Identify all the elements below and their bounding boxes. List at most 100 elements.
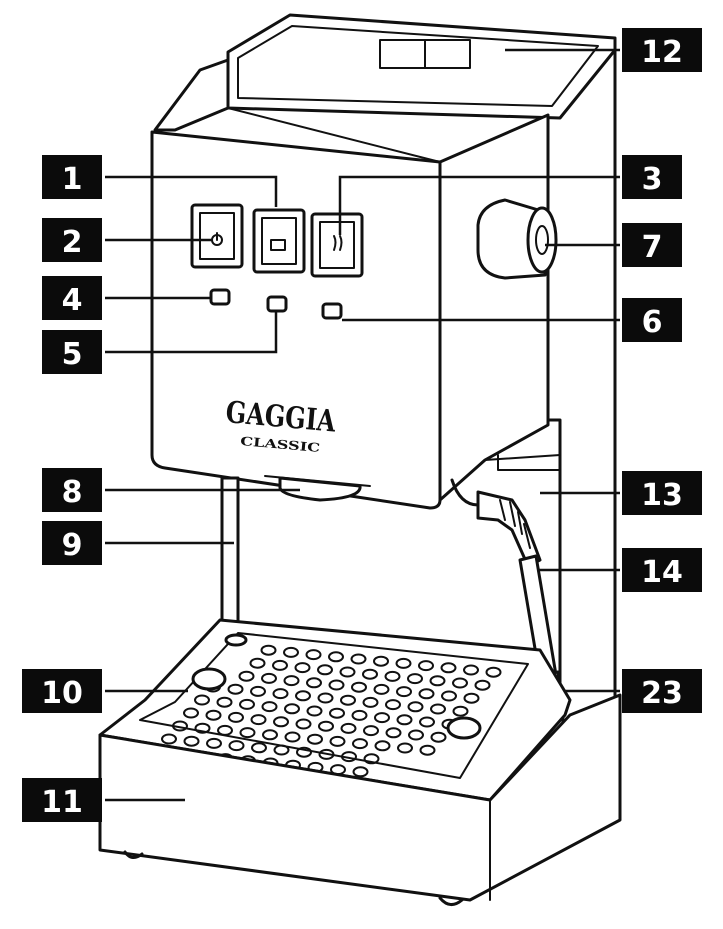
svg-text:6: 6 [642,305,663,340]
drip-tray-hole [306,677,322,689]
svg-text:13: 13 [641,478,683,513]
drip-tray-hole [216,696,233,708]
svg-text:5: 5 [62,337,83,372]
drip-tray-hole [217,724,233,736]
drip-tray-hole [194,694,210,706]
drip-tray-hole [396,686,412,698]
coffee-switch[interactable] [252,208,306,274]
callout-23: 23 [622,669,702,713]
drip-tray-hole [463,664,479,676]
drip-tray-hole [317,692,334,704]
drip-tray-hole [283,646,299,658]
drip-tray-hole [339,666,356,678]
drip-tray-hole [440,662,457,674]
drip-tray-hole [306,705,323,717]
drip-tray-hole [318,720,334,732]
drip-tray-hole [205,709,222,721]
machine-drawing: GAGGIA CLASSIC [98,13,622,906]
drip-tray-hole [318,748,335,760]
drip-tray-hole [441,690,457,702]
drip-tray-hole [329,735,346,747]
drip-tray-hole [351,709,368,721]
drip-tray-hole [419,744,436,756]
drip-tray-hole [430,731,447,743]
water-tube [220,476,240,640]
drip-tray-hole [452,705,469,717]
drip-tray-hole [261,701,278,713]
callout-12: 12 [622,28,702,72]
drip-tray-hole [328,679,345,691]
svg-text:3: 3 [642,162,663,197]
svg-text:1: 1 [62,162,83,197]
drip-tray-hole [408,729,424,741]
rear-column [546,43,617,722]
drip-tray-hole [328,651,344,663]
drip-tray-hole [194,722,211,734]
callout-5: 5 [42,330,102,374]
drip-tray-hole [340,694,356,706]
callout-4: 4 [42,276,102,320]
steam-switch[interactable] [310,212,364,278]
drip-tray-hole [395,657,412,669]
leader-lines [105,48,620,802]
drip-tray-hole [206,737,222,749]
drip-tray-hole [238,670,255,682]
drip-tray-hole [272,659,288,671]
svg-text:4: 4 [62,283,83,318]
drip-tray-hole [363,725,379,737]
drip-tray-hole [172,720,188,732]
drip-tray-hole [351,681,367,693]
drip-tray-hole [452,677,468,689]
svg-text:23: 23 [641,676,683,711]
power-indicator-light [209,288,231,306]
drip-tray-hole [295,690,311,702]
drip-tray-hole [250,685,266,697]
drip-tray-hole [251,742,267,754]
drip-tray-hole [262,729,278,741]
drip-tray-hole [239,727,256,739]
drip-tray-hole [485,666,502,678]
callout-14: 14 [622,548,702,592]
callout-3: 3 [622,155,682,199]
drip-tray-hole [463,692,480,704]
drip-tray-hole [418,660,434,672]
drip-tray-hole [296,746,312,758]
svg-text:10: 10 [41,676,83,711]
drip-tray-hole [307,733,323,745]
drip-tray-hole [362,696,379,708]
logo-model: CLASSIC [240,434,321,455]
callout-8: 8 [42,468,102,512]
drip-tray-hole [362,668,378,680]
steam-knob[interactable] [476,198,558,280]
drip-tray-hole [384,670,401,682]
drip-tray-hole [227,683,244,695]
svg-text:12: 12 [641,35,683,70]
drip-tray-hole [283,675,300,687]
drip-tray-hole [183,735,200,747]
steam-indicator-light [321,302,343,320]
drip-tray-hole [183,707,199,719]
power-switch[interactable] [190,203,244,269]
drip-tray-hole [340,722,357,734]
drip-tray-hole [272,688,289,700]
svg-text:7: 7 [642,230,663,265]
drip-tray-hole [273,744,290,756]
callout-6: 6 [622,298,682,342]
drip-tray-hole [341,751,357,763]
side-panel [438,113,550,502]
drip-tray-hole [430,703,446,715]
drip-tray-hole [350,653,367,665]
drip-tray-hole [273,716,289,728]
drip-tray-hole [385,699,401,711]
drip-tray-hole [373,655,389,667]
drip-tray-hole [239,698,255,710]
drip-tray-hole [429,675,446,687]
callout-11: 11 [22,778,102,822]
callout-2: 2 [42,218,102,262]
drip-tray-hole [261,672,277,684]
callout-labels: 1 2 3 4 5 6 7 8 9 10 11 12 13 14 23 [22,28,702,822]
drip-tray-hole [260,644,277,656]
drip-tray-hole [228,711,244,723]
svg-text:14: 14 [641,555,683,590]
